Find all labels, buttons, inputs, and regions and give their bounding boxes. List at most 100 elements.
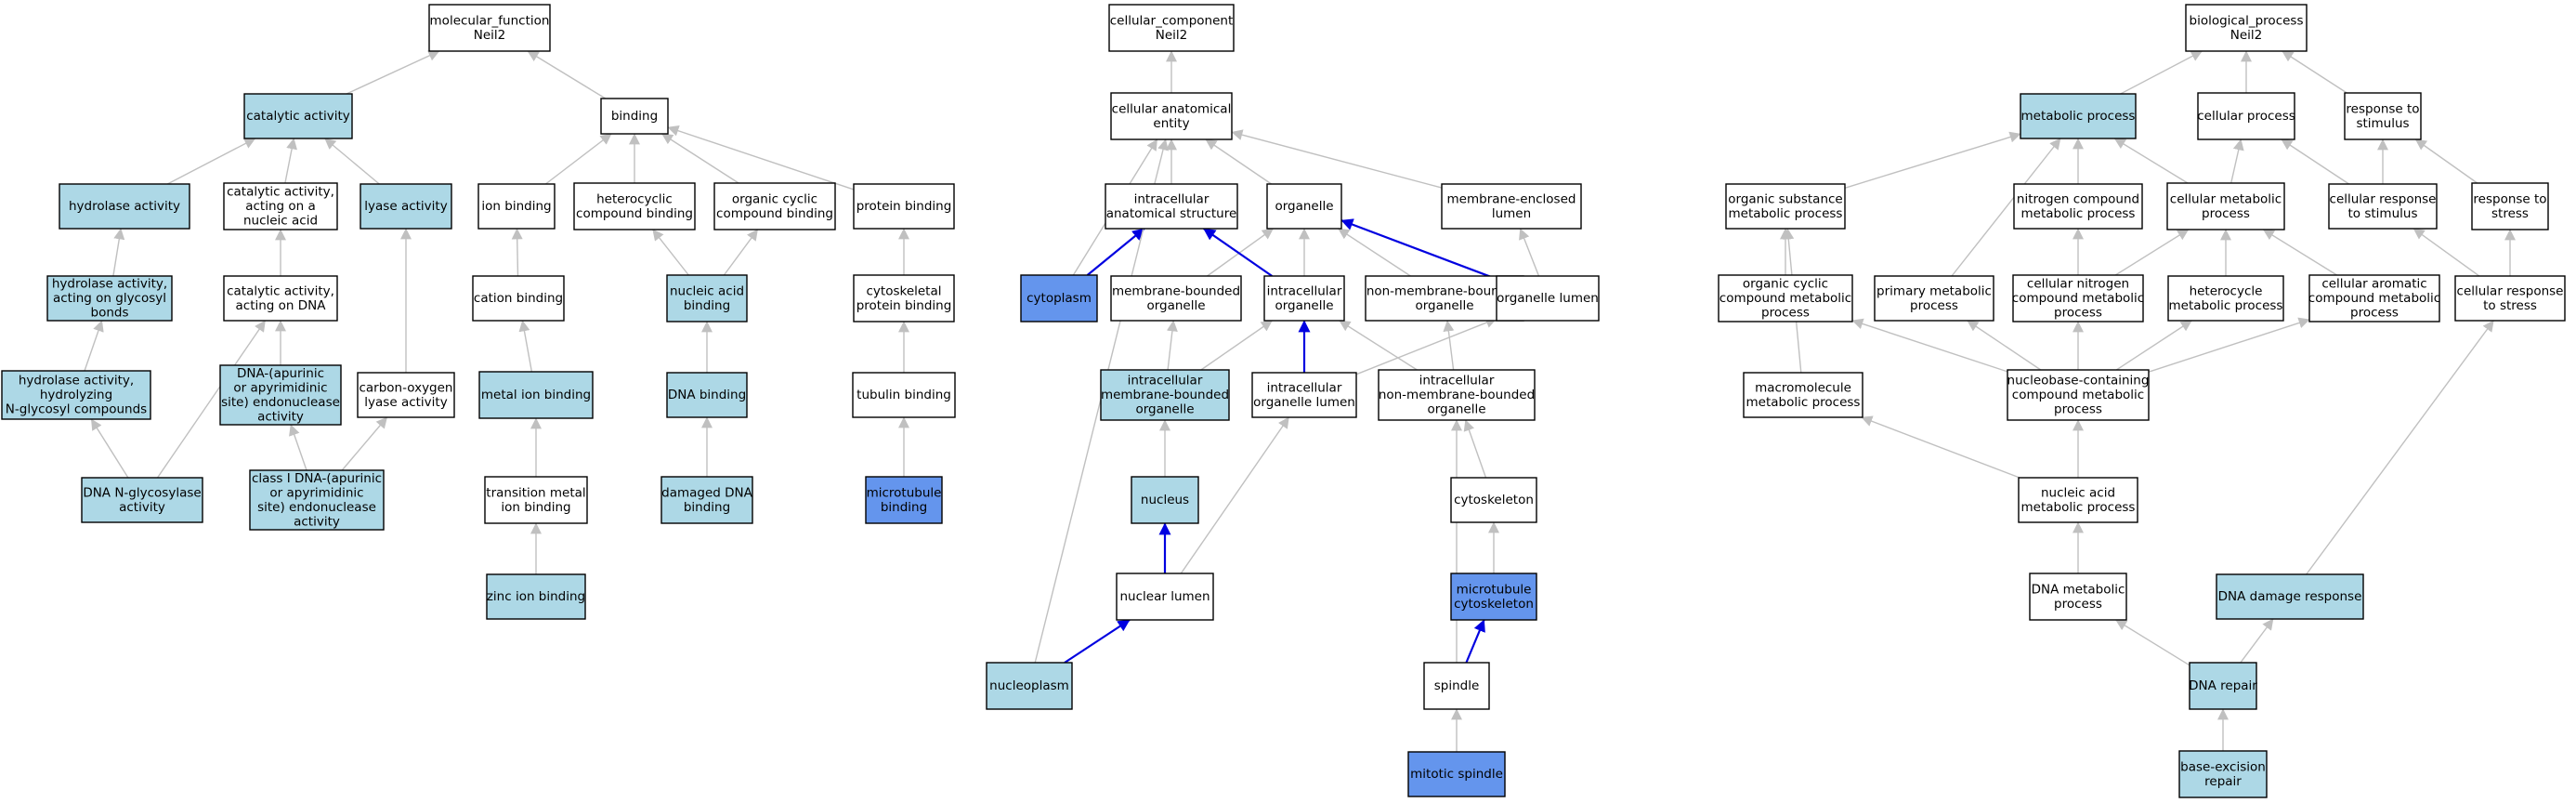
edge-cacmp-to-cmp bbox=[2262, 229, 2337, 276]
edge-ddr-to-crts bbox=[2306, 320, 2494, 575]
edge-nbcmp-to-pmp bbox=[1967, 320, 2042, 371]
node-label: anatomical structure bbox=[1106, 206, 1237, 221]
node-cellproc: cellular process bbox=[2197, 92, 2295, 140]
node-box bbox=[219, 364, 342, 426]
node-box bbox=[1450, 477, 1537, 523]
edge-cytoplasm-to-ias bbox=[1086, 228, 1145, 276]
node-label: base-excision bbox=[2180, 759, 2266, 774]
node-box bbox=[2308, 274, 2440, 323]
node-label: Neil2 bbox=[474, 28, 506, 43]
node-box bbox=[472, 275, 565, 322]
node-label: cellular nitrogen bbox=[2027, 277, 2129, 292]
edge-olumen-to-organelle bbox=[1340, 218, 1497, 281]
node-box bbox=[1, 370, 151, 420]
node-box bbox=[1423, 662, 1490, 710]
node-box bbox=[243, 93, 353, 139]
node-box bbox=[2020, 93, 2137, 139]
edge-nmbo-to-organelle bbox=[1338, 228, 1411, 277]
node-label: organelle bbox=[1135, 402, 1194, 417]
node-label: organic cyclic bbox=[732, 191, 817, 206]
node-box bbox=[573, 182, 696, 230]
node-label: microtubule bbox=[1457, 582, 1532, 597]
node-label: organic cyclic bbox=[1743, 277, 1828, 292]
edge-nbcmp-to-occmp bbox=[1851, 318, 2008, 373]
node-cation_b: cation binding bbox=[472, 275, 565, 322]
edge-protein_b-to-binding bbox=[667, 125, 855, 191]
node-box bbox=[1718, 274, 1853, 323]
node-label: organic substance bbox=[1728, 191, 1842, 206]
node-box bbox=[2007, 369, 2150, 421]
node-label: organelle bbox=[1427, 402, 1485, 417]
node-label: non-membrane-bounded bbox=[1366, 283, 1523, 298]
node-label: cellular metabolic bbox=[2170, 191, 2282, 206]
node-box bbox=[357, 372, 455, 418]
node-label: DNA metabolic bbox=[2032, 582, 2125, 597]
node-box bbox=[1874, 275, 1994, 322]
node-label: nucleic acid bbox=[243, 214, 318, 229]
edge-inmbo-to-nmbo bbox=[1443, 320, 1455, 371]
node-label: mitotic spindle bbox=[1410, 767, 1503, 782]
node-box bbox=[478, 371, 594, 419]
node-box bbox=[865, 476, 943, 524]
node-label: nuclear lumen bbox=[1119, 589, 1210, 604]
node-box bbox=[2178, 750, 2268, 798]
edge-dna_nglyco-to-cat_dna bbox=[156, 320, 267, 479]
edge-nlumen-to-iol bbox=[1180, 416, 1289, 574]
edge-iol-to-olumen bbox=[1355, 317, 1497, 375]
node-box bbox=[713, 182, 836, 230]
node-label: transition metal bbox=[486, 485, 585, 500]
node-box bbox=[1131, 476, 1199, 524]
edge-mel-to-cae bbox=[1231, 129, 1443, 189]
edge-nucleoplasm-to-nlumen bbox=[1064, 619, 1131, 664]
edge-cncmp-to-cmp bbox=[2114, 229, 2190, 276]
node-label: membrane-bounded bbox=[1112, 283, 1240, 298]
node-box bbox=[1105, 183, 1238, 230]
node-box bbox=[660, 476, 753, 524]
node-label: catalytic activity, bbox=[227, 185, 334, 200]
node-label: macromolecule bbox=[1755, 380, 1851, 395]
node-label: metal ion binding bbox=[481, 388, 591, 402]
edge-inmbo-to-io bbox=[1339, 320, 1418, 371]
node-ddr: DNA damage response bbox=[2216, 573, 2364, 620]
node-box bbox=[1496, 275, 1600, 322]
node-label: catalytic activity bbox=[246, 109, 350, 124]
node-label: organelle bbox=[1415, 298, 1473, 313]
node-box bbox=[853, 183, 955, 230]
node-label: response to bbox=[2346, 101, 2419, 116]
edge-olumen-to-mel bbox=[1519, 228, 1540, 277]
node-label: activity bbox=[119, 500, 165, 515]
edge-organelle-to-cae bbox=[1205, 138, 1272, 185]
node-label: process bbox=[2054, 306, 2102, 321]
node-label: organelle bbox=[1275, 298, 1333, 313]
node-box bbox=[59, 183, 190, 230]
node-label: damaged DNA bbox=[661, 485, 752, 500]
node-label: non-membrane-bounded bbox=[1379, 388, 1535, 402]
node-label: intracellular bbox=[1267, 283, 1342, 298]
node-label: entity bbox=[1153, 116, 1189, 131]
node-label: zinc ion binding bbox=[487, 589, 585, 604]
node-label: cation binding bbox=[474, 291, 563, 306]
node-label: process bbox=[2054, 597, 2102, 612]
node-label: cellular process bbox=[2197, 109, 2295, 124]
node-label: hydrolase activity, bbox=[19, 374, 134, 388]
node-box bbox=[1100, 369, 1230, 421]
node-label: intracellular bbox=[1267, 380, 1342, 395]
node-dnarep: DNA repair bbox=[2189, 662, 2257, 710]
edge-cmp-to-metab bbox=[2113, 138, 2189, 184]
edge-ion_b-to-binding bbox=[544, 133, 612, 185]
node-box bbox=[853, 274, 955, 323]
node-label: metabolic process bbox=[1729, 206, 1843, 221]
node-label: organelle lumen bbox=[1253, 395, 1355, 410]
